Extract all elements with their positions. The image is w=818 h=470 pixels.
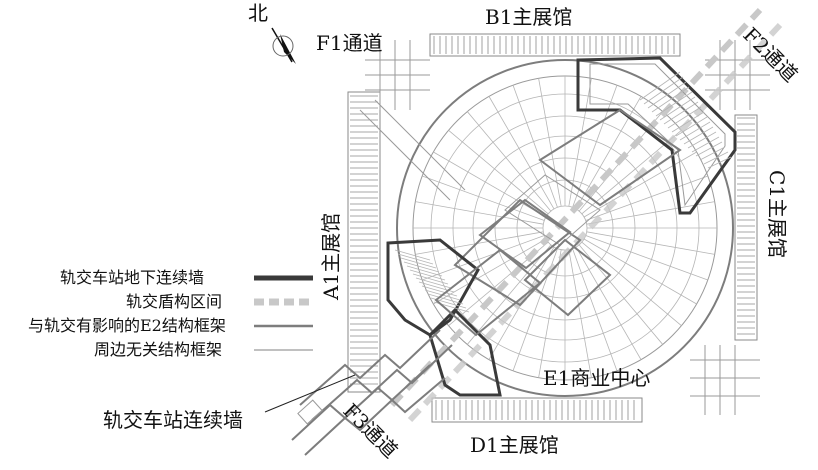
legend-item-e2: 与轨交有影响的E2结构框架 xyxy=(28,316,313,335)
label-e1: E1商业中心 xyxy=(543,366,650,390)
legend-item-wall: 轨交车站地下连续墙 xyxy=(60,268,313,287)
hall-b1 xyxy=(429,33,681,57)
legend-item-shield: 轨交盾构区间 xyxy=(126,292,313,311)
label-f1: F1通道 xyxy=(316,31,383,55)
hall-a1 xyxy=(347,91,381,393)
svg-text:轨交车站地下连续墙: 轨交车站地下连续墙 xyxy=(60,268,204,287)
svg-text:周边无关结构框架: 周边无关结构框架 xyxy=(94,340,222,359)
passage-f3-structure xyxy=(291,329,453,456)
wall-callout-line xyxy=(264,374,356,413)
corner-grid-bottom-right xyxy=(690,345,760,415)
hall-d1 xyxy=(431,397,643,423)
north-arrow-icon xyxy=(271,27,296,64)
svg-text:与轨交有影响的E2结构框架: 与轨交有影响的E2结构框架 xyxy=(28,316,226,335)
shield-tunnel xyxy=(389,7,783,423)
label-a1: A1主展馆 xyxy=(319,213,343,301)
central-blocks xyxy=(434,198,612,337)
passage-f1-structure xyxy=(359,99,466,201)
label-d1: D1主展馆 xyxy=(470,433,559,457)
label-c1: C1主展馆 xyxy=(765,170,789,258)
hall-c1 xyxy=(734,114,758,341)
station-block-upper xyxy=(576,56,737,215)
corner-grid-top-left xyxy=(365,40,430,110)
label-wall-callout: 轨交车站连续墙 xyxy=(103,408,243,432)
label-f3: F3通道 xyxy=(338,399,402,463)
legend-item-thin: 周边无关结构框架 xyxy=(94,340,313,359)
legend: 轨交车站地下连续墙 轨交盾构区间 与轨交有影响的E2结构框架 周边无关结构框架 xyxy=(28,268,313,359)
north-label: 北 xyxy=(248,1,268,25)
svg-text:轨交盾构区间: 轨交盾构区间 xyxy=(126,292,222,311)
label-b1: B1主展馆 xyxy=(485,5,572,29)
station-block-lower xyxy=(386,238,502,397)
